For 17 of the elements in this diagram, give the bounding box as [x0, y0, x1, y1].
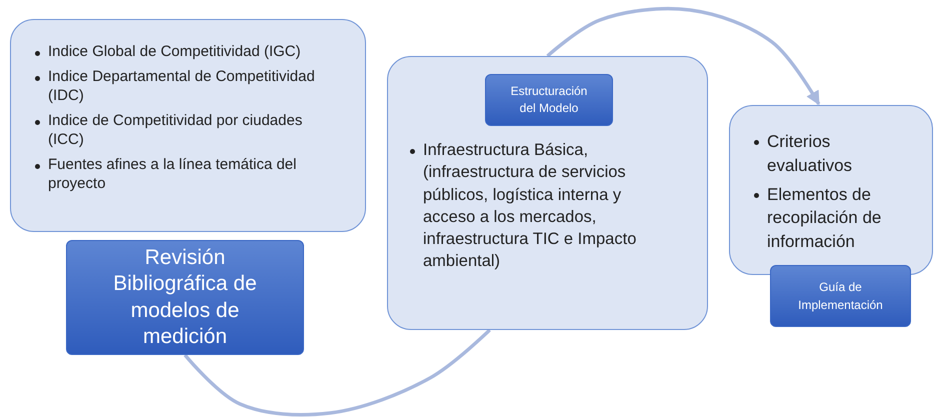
content-card: [387, 56, 708, 330]
bullet-text: Infraestructura Básica, (infraestructura de servicios públicos, logística interna y acceso a los mercados, infraestructura TIC e Impacto ambiental): [423, 140, 638, 272]
bullet-text: Fuentes afines a la línea temática del proyecto: [48, 154, 298, 194]
bullet-text: Indice Global de Competitividad (IGC): [48, 42, 301, 62]
title-box: [66, 240, 304, 355]
title-text: Guía de Implementación: [797, 279, 884, 314]
bullet-text: Elementos de recopilación de información: [767, 184, 882, 254]
curved-arrow: [546, 6, 820, 106]
bullet-text: Criterios evaluativos: [767, 131, 854, 177]
content-card: [729, 105, 933, 275]
content-card: [10, 19, 366, 232]
title-box: [485, 74, 613, 126]
bullet-text: Indice Departamental de Competitividad (IDC): [48, 66, 315, 106]
bullet-text: Indice de Competitividad por ciudades (ICC): [48, 110, 304, 150]
title-text: Revisión Bibliográfica de modelos de medición: [112, 245, 258, 350]
title-text: Estructuración del Modelo: [510, 83, 588, 117]
title-box: [770, 265, 911, 327]
